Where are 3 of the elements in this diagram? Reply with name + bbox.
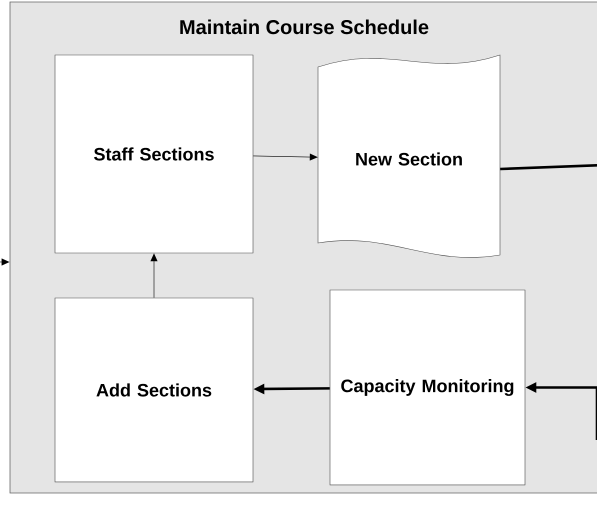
process-box: Staff Sections <box>54 54 254 254</box>
process-box: Add Sections <box>54 298 254 482</box>
process-box: Capacity Monitoring <box>330 290 526 486</box>
